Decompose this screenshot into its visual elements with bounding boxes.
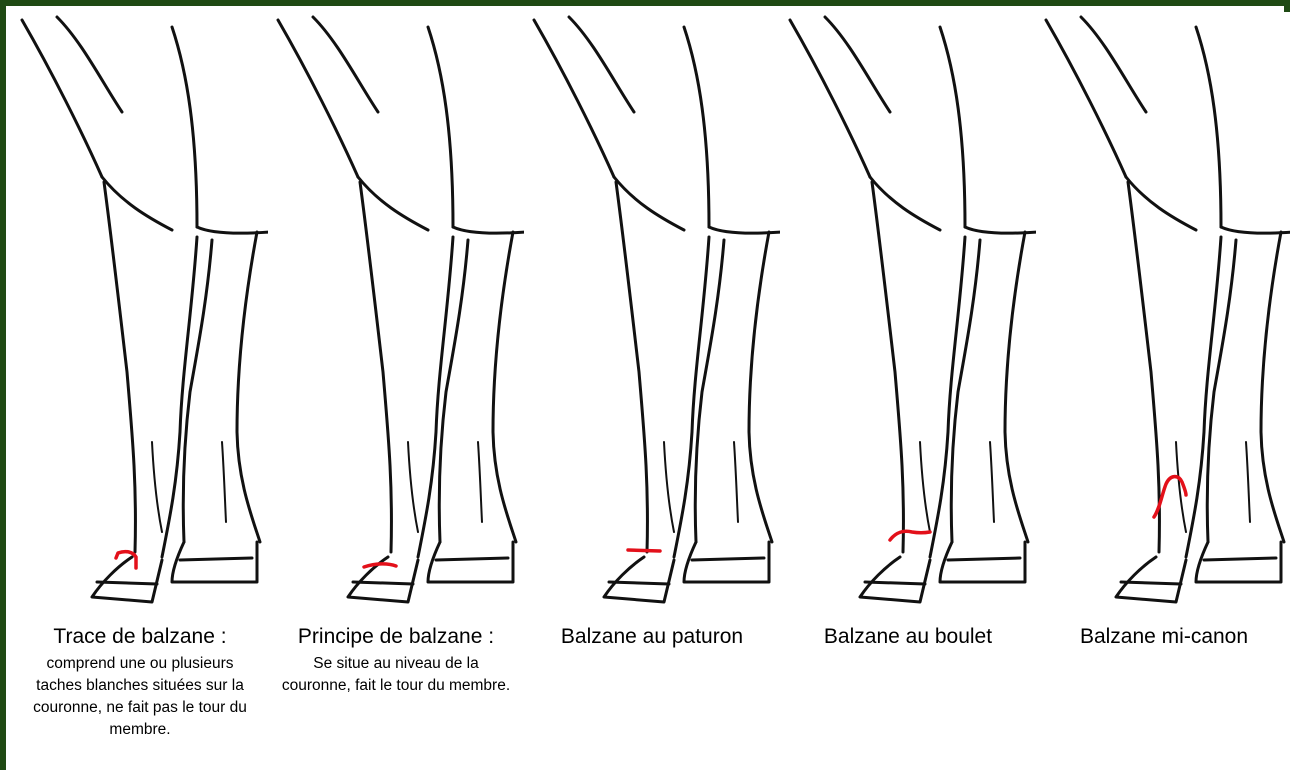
- horse-legs-illustration: [12, 12, 268, 622]
- leg-outlines: [790, 17, 1036, 602]
- leg-outlines: [534, 17, 780, 602]
- panel-trace-de-balzane: Trace de balzane : comprend une ou plusi…: [12, 12, 268, 776]
- caption: Principe de balzane : Se situe au niveau…: [268, 624, 524, 697]
- caption-title: Balzane au paturon: [524, 624, 780, 650]
- caption: Balzane mi-canon: [1036, 624, 1290, 653]
- white-marking: [890, 531, 930, 540]
- leg-outlines: [1046, 17, 1290, 602]
- caption-title: Principe de balzane :: [268, 624, 524, 650]
- caption-title: Balzane au boulet: [780, 624, 1036, 650]
- panel-balzane-au-paturon: Balzane au paturon: [524, 12, 780, 776]
- white-marking: [364, 564, 396, 567]
- caption-title: Trace de balzane :: [12, 624, 268, 650]
- leg-outlines: [278, 17, 524, 602]
- caption-description: comprend une ou plusieurs taches blanche…: [12, 653, 268, 741]
- panel-balzane-mi-canon: Balzane mi-canon: [1036, 12, 1290, 776]
- caption: Trace de balzane : comprend une ou plusi…: [12, 624, 268, 741]
- caption-description: Se situe au niveau de la couronne, fait …: [268, 653, 524, 697]
- horse-legs-illustration: [780, 12, 1036, 622]
- panel-principe-de-balzane: Principe de balzane : Se situe au niveau…: [268, 12, 524, 776]
- white-marking: [628, 550, 660, 551]
- horse-legs-illustration: [268, 12, 524, 622]
- horse-legs-illustration: [524, 12, 780, 622]
- panel-balzane-au-boulet: Balzane au boulet: [780, 12, 1036, 776]
- horse-legs-illustration: [1036, 12, 1290, 622]
- caption-title: Balzane mi-canon: [1036, 624, 1290, 650]
- caption: Balzane au boulet: [780, 624, 1036, 653]
- caption: Balzane au paturon: [524, 624, 780, 653]
- leg-outlines: [22, 17, 268, 602]
